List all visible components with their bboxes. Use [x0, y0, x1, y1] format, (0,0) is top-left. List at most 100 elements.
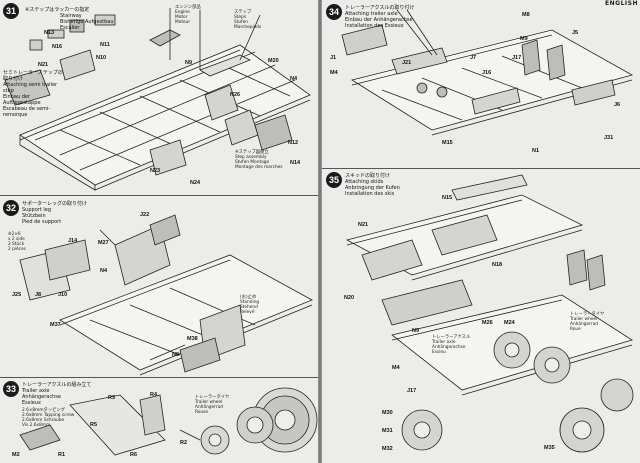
step-32-title: サポーターレッグの取り付け Support leg Stützbein Pied…: [22, 201, 102, 225]
step-31-sub-jp: ※ステップはラッカーの指定: [25, 7, 90, 13]
step-number-35: 35: [326, 172, 342, 188]
part-label: M24: [504, 320, 515, 326]
step-33-title-en: Trailer axle: [22, 388, 50, 394]
assembly-note-de: Stufen Montage: [235, 160, 270, 165]
part-label: M37: [50, 322, 61, 328]
step-33-screw-note: 2.6×8mmタッピング 2.6x8mm Tapping screw 2.6x8…: [22, 408, 74, 428]
step-34-title-jp: トレーラーアクスルの取り付け: [345, 5, 415, 11]
qty-note-fr: 2 pièces: [8, 247, 26, 252]
page-header: ENGLISH: [605, 0, 638, 7]
standing-note-fr: Relevé: [240, 310, 255, 315]
engine-note-fr: Moteur: [175, 20, 191, 25]
standing-note-de: Stehend: [240, 305, 258, 310]
step-35-title: スキッドの取り付け Attaching skids Anbringung der…: [345, 173, 425, 197]
step-32-qty-note: ※2×6 x 2 side 2 Stück 2 pièces: [8, 232, 26, 252]
axle-drawing-33: [19, 387, 318, 456]
part-label: M4: [330, 70, 338, 76]
screw-note-jp: 2.6×8mmタッピング: [22, 408, 66, 413]
wheel-note-en: Trailer wheel: [195, 400, 223, 405]
part-label: J21: [402, 60, 412, 66]
qty-note-jp: ※2×6: [8, 232, 21, 237]
qty-note-en: x 2 side: [8, 237, 25, 242]
part-label: N8: [172, 352, 180, 358]
wheel-note-jp: トレーラータイヤ: [570, 312, 605, 317]
part-label: N4: [100, 268, 108, 274]
part-label: R4: [150, 392, 158, 398]
part-label: M9: [520, 36, 528, 42]
engine-note-en: Engine: [175, 10, 190, 15]
steps-note-en: Steps: [234, 15, 247, 20]
part-label: J22: [140, 212, 150, 218]
part-label: J5: [572, 30, 579, 36]
engine-note-de: Motor: [175, 15, 188, 20]
step-34-title-fr: Installation des Essieux: [345, 23, 404, 29]
part-label: N12: [288, 140, 299, 146]
step-32-standing-note: (お)止め Standing Stehend Relevé: [240, 295, 259, 315]
part-label: N4: [290, 76, 298, 82]
part-label: N16: [52, 44, 63, 50]
wheel-note-de: Anhängerrad: [195, 405, 223, 410]
part-label: J10: [58, 292, 68, 298]
wheel-note-de: Anhängerrad: [570, 322, 598, 327]
standing-note-jp: (お)止め: [240, 295, 257, 300]
part-label: M20: [268, 58, 279, 64]
axle-note-jp: トレーラーアクスル: [432, 335, 471, 340]
part-label: J14: [68, 238, 78, 244]
part-label: N10: [96, 55, 107, 61]
step-31-title-en: Attaching semi trailer step: [3, 82, 58, 94]
step-number-34: 34: [326, 4, 342, 20]
part-label: N20: [344, 295, 355, 301]
part-label: M30: [382, 410, 393, 416]
step-31-engine-note: エンジン部品 Engine Motor Moteur: [175, 5, 201, 25]
part-label: N9: [412, 328, 420, 334]
part-label: J7: [470, 55, 477, 61]
step-35-wheel-note: トレーラータイヤ Trailer wheel Anhängerrad Roue: [570, 312, 604, 332]
part-label: R3: [108, 395, 116, 401]
part-label: N11: [100, 42, 110, 48]
part-label: J1: [330, 55, 337, 61]
part-label: R6: [130, 452, 138, 458]
step-divider: [0, 195, 318, 196]
part-label: J16: [482, 70, 492, 76]
part-label: M4: [392, 365, 400, 371]
part-label: R5: [90, 422, 98, 428]
qty-note-de: 2 Stück: [8, 242, 25, 247]
part-label: J8: [35, 292, 42, 298]
wheel-note-jp: トレーラータイヤ: [195, 395, 230, 400]
part-label: M38: [187, 336, 198, 342]
part-label: N26: [230, 92, 241, 98]
assembly-note-en: Step assembly: [235, 155, 267, 160]
part-label: N24: [190, 180, 201, 186]
step-35-axle-note: トレーラーアクスル Trailer axle Anhängerachse Ess…: [432, 335, 470, 355]
axle-note-de: Anhängerachse: [432, 345, 466, 350]
support-leg-drawing-32: [19, 214, 313, 376]
step-31-steps-note: ステップ Steps Stufen Marchepieds: [234, 10, 261, 30]
step-31-title-jp: セミトレーラーステップの取り付け: [3, 70, 63, 82]
left-page-diagrams: [4, 8, 318, 456]
part-label: J17: [407, 388, 417, 394]
book-gutter: [318, 0, 322, 463]
part-label: M26: [482, 320, 493, 326]
step-32-title-de: Stützbein: [22, 213, 46, 219]
step-31-title-fr: Escabeau de semi-remorque: [3, 106, 51, 118]
part-label: R1: [58, 452, 66, 458]
screw-note-en: 2.6x8mm Tapping screw: [22, 413, 75, 418]
step-35-title-de: Anbringung der Kufen: [345, 185, 400, 191]
part-label: M31: [382, 428, 393, 434]
part-label: M15: [442, 140, 453, 146]
skids-drawing-35: [345, 174, 634, 453]
part-label: N14: [290, 160, 301, 166]
part-label: J17: [512, 55, 522, 61]
step-31-title: セミトレーラーステップの取り付け Attaching semi trailer …: [3, 70, 65, 118]
part-label: N23: [150, 168, 161, 174]
screw-note-fr: Vis 2.6x8mm: [22, 423, 51, 428]
part-label: M27: [98, 240, 109, 246]
standing-note-en: Standing: [240, 300, 260, 305]
right-page-diagrams: [341, 9, 634, 453]
step-divider: [0, 377, 318, 378]
step-32-title-fr: Pied de support: [22, 219, 62, 225]
step-33-title-jp: トレーラーアクスルの組み立て: [22, 382, 92, 388]
wheel-note-fr: Roues: [195, 410, 209, 415]
step-divider: [322, 168, 640, 169]
steps-note-de: Stufen: [234, 20, 249, 25]
